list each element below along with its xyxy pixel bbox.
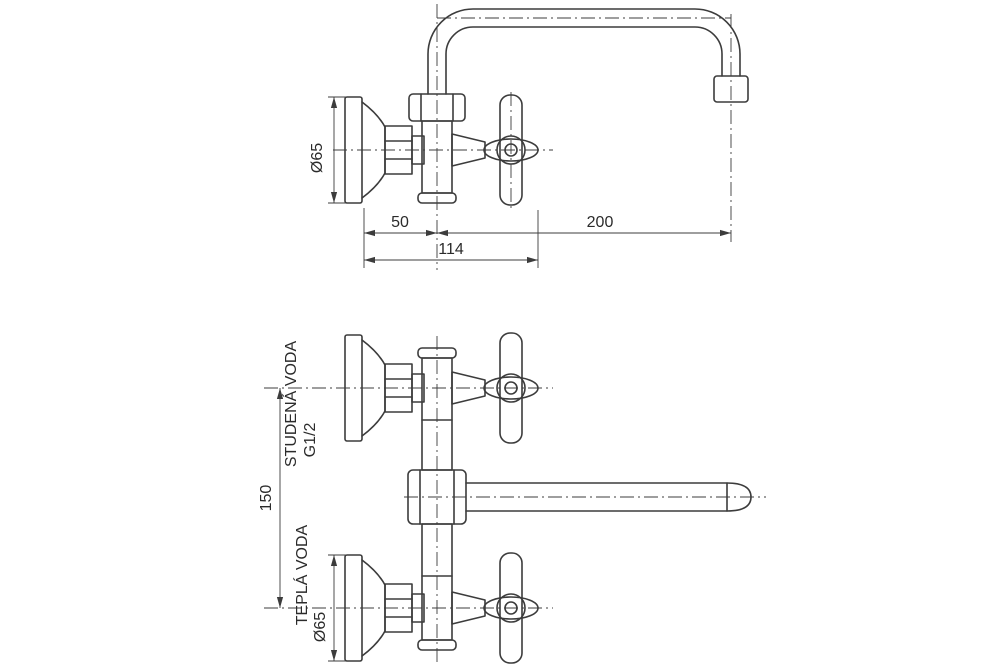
cold-water-flange xyxy=(344,334,425,442)
side-view-dimensions: 50 200 114 Ø65 xyxy=(309,96,731,268)
body-cap xyxy=(417,192,457,204)
dim-spout-reach-label: 200 xyxy=(587,214,614,231)
label-cold-water: STUDENÁ VODA xyxy=(281,341,300,468)
dim-flange-diameter-label: Ø65 xyxy=(309,143,326,173)
spout-inner-edge xyxy=(445,26,723,95)
column-bottom-cap xyxy=(417,639,457,651)
dim-depth-label: 114 xyxy=(438,241,464,258)
connection-labels: STUDENÁ VODA G1/2 TEPLÁ VODA xyxy=(281,341,319,626)
dim-connection-spacing-label: 150 xyxy=(258,485,275,512)
spout-outer-edge xyxy=(427,8,741,95)
front-view: 150 Ø65 STUDENÁ VODA G1/2 TEPLÁ VODA xyxy=(258,332,766,664)
aerator-tip xyxy=(713,75,749,103)
tee-nut xyxy=(407,469,467,525)
spout-connection xyxy=(407,469,467,525)
pipe-outline xyxy=(465,482,752,512)
dim-wall-to-spout-label: 50 xyxy=(391,214,409,231)
dim-flange-diameter-front-label: Ø65 xyxy=(312,612,329,642)
label-thread-size: G1/2 xyxy=(302,423,319,458)
spout-pipe xyxy=(465,482,752,512)
label-hot-water: TEPLÁ VODA xyxy=(292,524,311,625)
hot-water-flange xyxy=(344,554,425,662)
front-view-dimensions: 150 Ø65 xyxy=(258,388,349,662)
spout xyxy=(427,8,749,103)
wall-flange xyxy=(344,96,425,204)
side-view: 50 200 114 Ø65 xyxy=(309,4,749,270)
